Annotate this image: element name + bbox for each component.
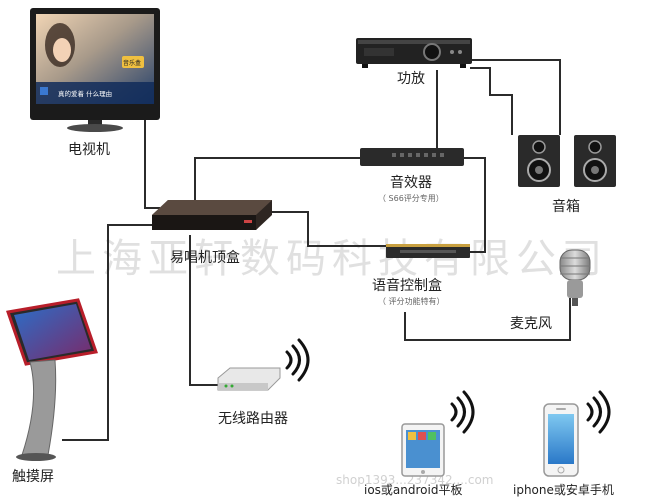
label-tablet: ios或android平板 <box>364 483 462 497</box>
label-router: 无线路由器 <box>218 411 288 427</box>
wire-settop-router <box>189 235 218 386</box>
label-voice-box: 语音控制盒 <box>372 277 442 294</box>
phone-device <box>543 403 579 477</box>
label-mic: 麦克风 <box>510 316 552 332</box>
wire-effector-settop <box>194 157 360 205</box>
label-voice-note: （ 评分功能特有） <box>378 296 445 306</box>
router-device <box>217 367 281 391</box>
wifi-icon <box>450 390 475 434</box>
label-effector: 音效器 <box>390 174 432 191</box>
wire-amp-speaker-left <box>470 67 513 135</box>
wire-amp-speaker-right <box>457 59 561 135</box>
amplifier-device <box>356 38 472 68</box>
microphone-device <box>559 249 591 306</box>
speakers-device <box>518 135 616 187</box>
tv-badge: 音乐盒 <box>123 59 141 67</box>
label-speakers: 音箱 <box>552 198 580 215</box>
wifi-icon <box>586 390 611 434</box>
tv-badge-bg <box>122 56 144 68</box>
tv-device: 音乐盒 真的爱着 什么理由 <box>30 8 160 132</box>
watermark-shop: shop1393...237342....com <box>336 473 494 487</box>
touch-screen-device <box>6 298 98 461</box>
label-touch: 触摸屏 <box>12 469 54 485</box>
label-settop: 易唱机顶盒 <box>170 249 240 266</box>
settop-box-device <box>152 200 272 230</box>
wire-tv-settop <box>144 120 160 209</box>
voice-control-box-device <box>386 244 470 258</box>
wifi-icon <box>285 338 310 382</box>
wire-settop-touch <box>62 224 158 441</box>
label-phone: iphone或安卓手机 <box>513 482 614 497</box>
tablet-device <box>401 423 445 477</box>
tv-caption: 真的爱着 什么理由 <box>58 89 112 98</box>
wire-effector-voicebox <box>462 157 486 253</box>
connection-wires <box>62 59 571 441</box>
label-amplifier: 功放 <box>397 71 425 87</box>
watermark-company: 上海亚轩数码科技有限公司 <box>56 236 608 282</box>
wire-settop-voicebox <box>272 211 386 247</box>
label-tv: 电视机 <box>68 142 110 158</box>
effector-device <box>360 148 464 166</box>
wire-voicebox-mic <box>404 298 571 341</box>
label-effector-note: （ S66评分专用） <box>378 193 444 203</box>
